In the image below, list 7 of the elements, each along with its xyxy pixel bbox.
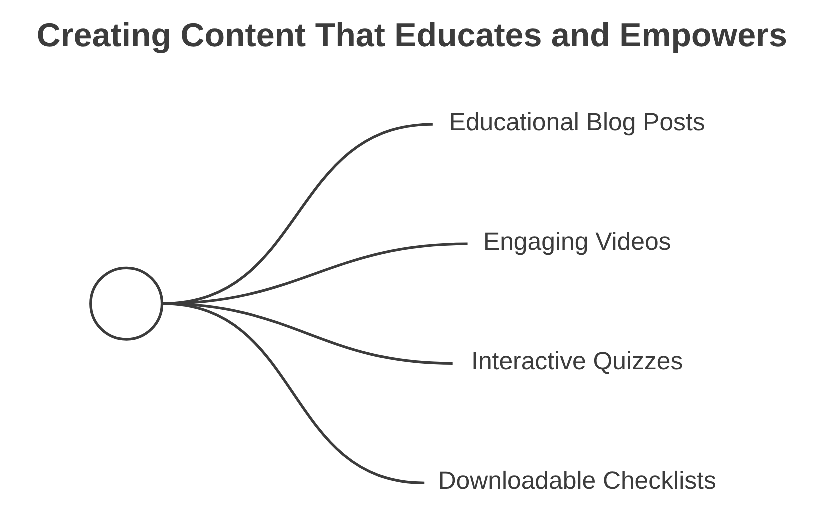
connector — [162, 302, 424, 484]
diagram-title: Creating Content That Educates and Empowers — [36, 17, 787, 54]
node-text: Educational Blog Posts — [448, 108, 705, 136]
node-text: Downloadable Checklists — [438, 466, 716, 495]
node-text: Engaging Videos — [482, 228, 671, 256]
node-circle — [89, 266, 164, 341]
node-text: Interactive Quizzes — [471, 347, 683, 376]
